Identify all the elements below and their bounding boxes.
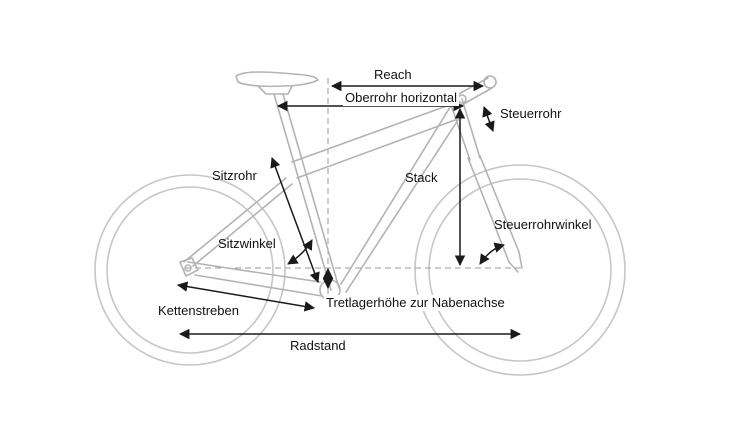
head-tube-arrow [482, 106, 495, 132]
head-angle-arc [479, 242, 506, 265]
reach-label: Reach [374, 67, 412, 82]
stack-label: Stack [405, 170, 438, 185]
bike-frame [179, 93, 523, 301]
saddle [235, 71, 319, 95]
top-tube-horizontal-label: Oberrohr horizontal [343, 90, 459, 106]
stem-handlebar [454, 75, 497, 107]
head-tube-label: Steuerrohr [500, 106, 562, 121]
bb-drop-label: Tretlagerhöhe zur Nabenachse [324, 295, 507, 311]
seat-angle-label: Sitzwinkel [218, 236, 276, 251]
seat-angle-arc [287, 239, 313, 265]
front-wheel [414, 164, 626, 376]
chainstay-arrow [176, 281, 316, 312]
head-angle-label: Steuerrohrwinkel [494, 217, 592, 232]
wheelbase-label: Radstand [290, 338, 346, 353]
seat-tube-label: Sitzrohr [212, 168, 257, 183]
chainstays-label: Kettenstreben [158, 303, 239, 318]
